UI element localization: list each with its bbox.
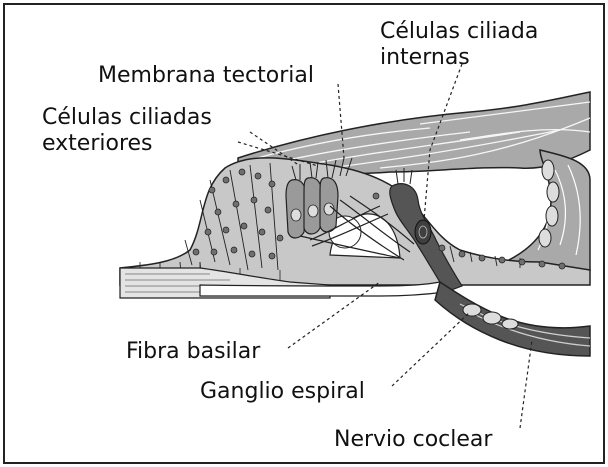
label-celulas-ciliadas-exteriores-1: Células ciliadas <box>42 105 212 130</box>
label-fibra-basilar: Fibra basilar <box>126 339 261 364</box>
label-membrana-tectorial: Membrana tectorial <box>98 63 314 88</box>
label-ganglio-espiral: Ganglio espiral <box>200 379 365 404</box>
label-celulas-ciliadas-internas-1: Células ciliada <box>380 19 538 44</box>
label-celulas-ciliadas-internas-2: internas <box>380 45 470 70</box>
label-celulas-ciliadas-exteriores-2: exteriores <box>42 131 153 156</box>
label-nervio-coclear: Nervio coclear <box>334 427 493 452</box>
